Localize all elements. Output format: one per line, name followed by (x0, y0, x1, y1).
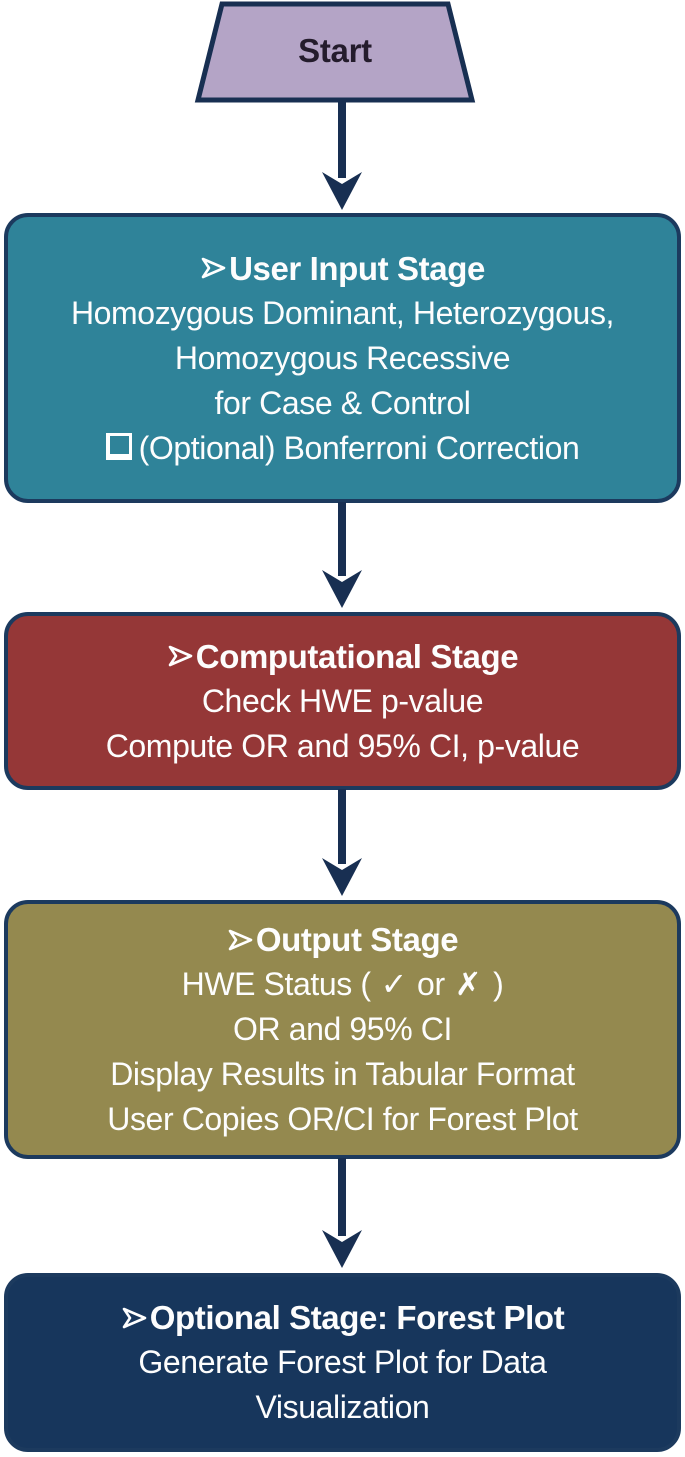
arrowhead-bullet-icon (168, 645, 193, 667)
stage-user-input: User Input Stage Homozygous Dominant, He… (4, 213, 681, 503)
stage-line-hwe-status: HWE Status (✓or✗) (182, 962, 504, 1007)
flow-arrow-1 (317, 100, 367, 210)
stage-heading: Computational Stage (167, 634, 519, 679)
flow-arrow-3 (317, 789, 367, 896)
stage-line: Compute OR and 95% CI, p-value (105, 727, 580, 764)
arrowhead-bullet-icon (228, 929, 253, 950)
start-label: Start (298, 32, 372, 69)
start-node: Start (190, 0, 480, 106)
stage-line: for Case & Control (214, 384, 471, 421)
stage-heading-text: User Input Stage (229, 249, 485, 287)
stage-line: OR and 95% CI (233, 1011, 452, 1047)
flow-arrow-4 (317, 1158, 367, 1268)
down-arrow-icon (322, 502, 362, 608)
stage-line: Homozygous Recessive (174, 339, 511, 376)
stage-line: Generate Forest Plot for Data (138, 1344, 547, 1380)
down-arrow-icon (322, 100, 362, 210)
stage-line: Check HWE p-value (201, 682, 484, 719)
stage-line: User Copies OR/CI for Forest Plot (107, 1101, 578, 1137)
hwe-suffix: ) (493, 966, 504, 1002)
hwe-or: or (417, 966, 445, 1002)
stage-heading: User Input Stage (200, 246, 485, 291)
optional-text: (Optional) Bonferroni Correction (138, 429, 580, 466)
check-icon: ✓ (380, 966, 408, 1002)
arrowhead-bullet-icon (201, 257, 226, 279)
stage-output: Output Stage HWE Status (✓or✗) OR and 95… (4, 900, 681, 1159)
stage-heading-text: Output Stage (255, 921, 459, 958)
stage-heading: Output Stage (227, 917, 459, 962)
checkbox-icon (105, 432, 132, 460)
down-arrow-icon (322, 789, 362, 896)
stage-line: Homozygous Dominant, Heterozygous, (70, 294, 615, 331)
stage-heading: Optional Stage: Forest Plot (121, 1295, 565, 1340)
arrowhead-bullet-icon (122, 1307, 147, 1328)
stage-line: Display Results in Tabular Format (110, 1056, 575, 1092)
stage-heading-text: Computational Stage (195, 637, 519, 675)
stage-line: Visualization (255, 1389, 430, 1425)
stage-line-optional: (Optional) Bonferroni Correction (105, 426, 580, 471)
start-trapezoid-shape (194, 1, 476, 103)
x-icon: ✗ (454, 966, 482, 1002)
hwe-prefix: HWE Status ( (181, 966, 371, 1002)
down-arrow-icon (322, 1158, 362, 1268)
stage-heading-text: Optional Stage: Forest Plot (149, 1299, 565, 1336)
stage-optional-forest-plot: Optional Stage: Forest Plot Generate For… (4, 1273, 681, 1452)
flow-arrow-2 (317, 502, 367, 608)
stage-computational: Computational Stage Check HWE p-value Co… (4, 612, 681, 790)
